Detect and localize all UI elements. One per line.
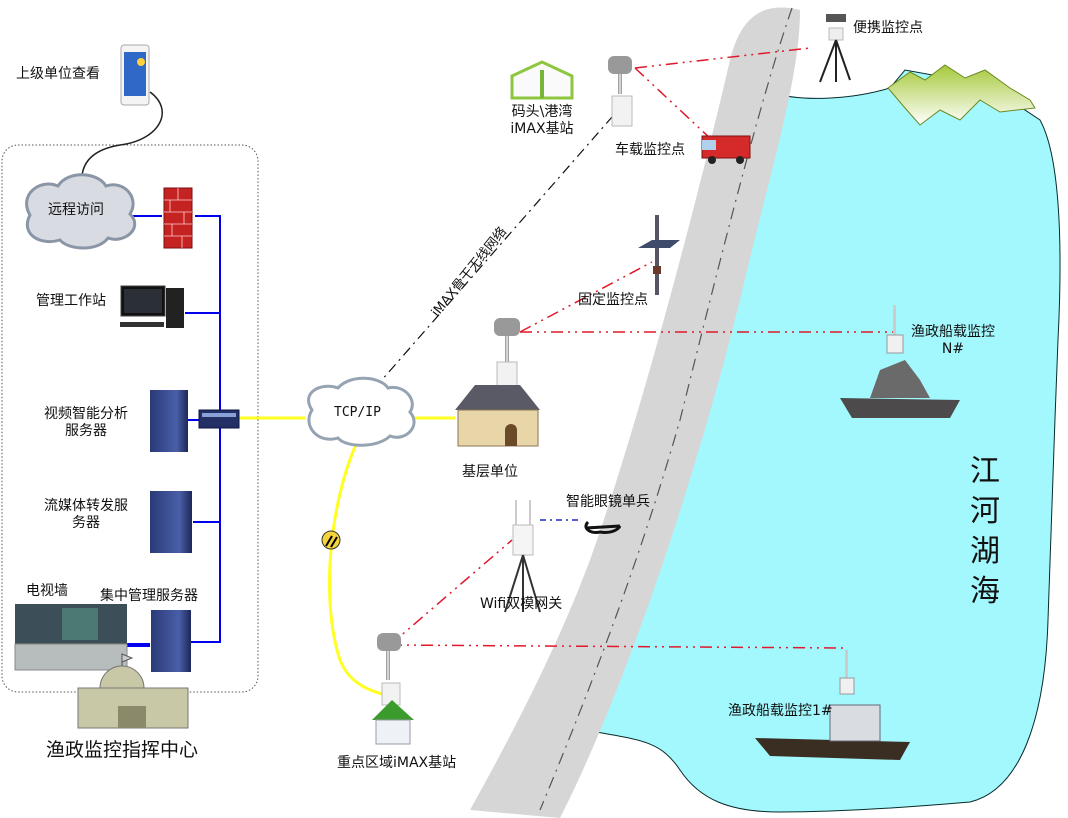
base-unit-label[interactable]: 基层单位 <box>462 464 518 480</box>
stream-server-label-line1: 流媒体转发服 <box>44 498 128 514</box>
water-body-char: 海 <box>970 574 1000 609</box>
server-tower-icon <box>150 390 188 452</box>
tv-wall-label[interactable]: 电视墙 <box>26 583 68 599</box>
water-body-area <box>584 69 1061 813</box>
port-building-icon <box>510 60 574 100</box>
remote-access-label: 远程访问 <box>48 202 104 218</box>
stream-server-label-line2: 务器 <box>72 515 100 531</box>
server-tower-icon <box>150 491 192 553</box>
wifi-gateway-label[interactable]: Wifi双模网关 <box>480 596 563 612</box>
portable-monitor-label[interactable]: 便携监控点 <box>853 20 923 36</box>
command-center-title: 渔政监控指挥中心 <box>46 739 199 761</box>
imax-backbone-link <box>359 116 613 406</box>
antenna-tower-icon <box>608 56 633 127</box>
wireless-links <box>389 47 895 649</box>
link-connector-icon <box>321 530 341 550</box>
tripod-camera-icon <box>819 14 851 83</box>
video-analysis-server-label-line1: 视频智能分析 <box>44 406 128 422</box>
smart-glasses-label[interactable]: 智能眼镜单兵 <box>566 494 650 510</box>
superior-view-label: 上级单位查看 <box>16 66 100 82</box>
antenna-tower-icon <box>377 633 401 706</box>
central-server-label[interactable]: 集中管理服务器 <box>100 588 198 604</box>
tcp-ip-label: TCP/IP <box>334 405 381 420</box>
road-centerline <box>539 7 793 811</box>
fire-truck-icon <box>701 135 751 164</box>
backbone-links <box>238 416 455 697</box>
remote-access-cloud <box>25 173 137 250</box>
ship-1-label[interactable]: 渔政船载监控1# <box>728 703 833 719</box>
water-body-char: 河 <box>970 494 1000 529</box>
tugboat-icon <box>755 650 910 760</box>
house-icon <box>455 385 540 447</box>
water-body-label: 江 河 湖 海 <box>968 452 1002 612</box>
stream-server-label[interactable]: 流媒体转发服 务器 <box>38 498 134 532</box>
video-analysis-server-label-line2: 服务器 <box>65 423 107 439</box>
smart-glasses-icon <box>584 520 622 534</box>
ship-n-label-line2: N# <box>941 341 965 357</box>
firewall-icon <box>163 187 193 249</box>
desktop-computer-icon <box>120 285 184 328</box>
solar-pole-camera-icon <box>638 215 680 295</box>
mountain-icon <box>887 64 1036 126</box>
ship-n-label[interactable]: 渔政船载监控 N# <box>898 324 1008 358</box>
antenna-tower-icon <box>494 318 520 387</box>
wifi-gateway-icon <box>504 500 541 613</box>
lan-links <box>113 215 221 647</box>
key-area-station-label[interactable]: 重点区域iMAX基站 <box>337 755 457 771</box>
workstation-label[interactable]: 管理工作站 <box>36 293 106 309</box>
port-station-label-line2: iMAX基站 <box>510 121 574 137</box>
government-building-icon <box>77 653 189 729</box>
water-body-char: 湖 <box>970 534 1000 569</box>
server-tower-icon <box>151 610 191 672</box>
fixed-monitor-label[interactable]: 固定监控点 <box>578 292 648 308</box>
vehicle-monitor-label[interactable]: 车载监控点 <box>615 142 685 158</box>
tcp-ip-cloud <box>307 376 416 447</box>
network-switch-icon <box>198 409 240 429</box>
video-wall-icon <box>14 604 128 671</box>
smartphone-icon <box>120 44 150 106</box>
water-body-char: 江 <box>970 454 1000 489</box>
green-house-icon <box>372 700 414 745</box>
ship-n-label-line1: 渔政船载监控 <box>911 324 995 340</box>
remote-cable <box>81 91 163 186</box>
video-analysis-server-label[interactable]: 视频智能分析 服务器 <box>38 406 134 440</box>
coastal-road <box>470 7 800 818</box>
warship-icon <box>840 305 960 418</box>
port-station-label-line1: 码头\港湾 <box>511 104 573 120</box>
port-station-label[interactable]: 码头\港湾 iMAX基站 <box>500 104 584 138</box>
